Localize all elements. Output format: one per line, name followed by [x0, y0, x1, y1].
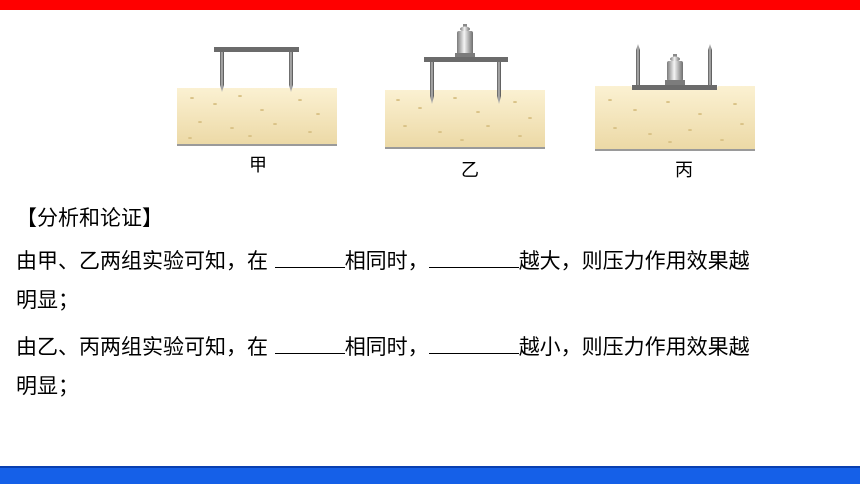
answer-blank-2b[interactable]	[428, 333, 519, 354]
conclusion-line-1-cont: 明显；	[16, 288, 79, 312]
caption-yi: 乙	[461, 160, 479, 181]
conclusion-line-2-cont: 明显；	[16, 374, 79, 398]
weight-bing	[665, 54, 685, 85]
experiment-bing	[595, 44, 755, 151]
bottom-accent-bar	[0, 466, 860, 484]
sand-block-yi	[385, 90, 545, 147]
caption-jia: 甲	[249, 155, 267, 176]
caption-bing: 丙	[675, 160, 693, 181]
experiment-yi	[385, 24, 545, 149]
section-title: 【分析和论证】	[16, 206, 163, 230]
answer-blank-1b[interactable]	[428, 247, 519, 268]
table-jia	[214, 47, 299, 92]
conclusion-line-1: 由甲、乙两组实验可知，在 相同时， 越大，则压力作用效果越	[16, 247, 750, 274]
line2-suffix: 越小，则压力作用效果越	[518, 335, 750, 359]
experiment-jia	[177, 47, 337, 146]
line1-prefix: 由甲、乙两组实验可知，在	[16, 249, 275, 273]
table-yi	[424, 57, 508, 104]
sand-block-jia	[177, 88, 337, 145]
answer-blank-2a[interactable]	[274, 333, 345, 354]
top-accent-bar	[0, 0, 860, 10]
weight-yi	[455, 24, 475, 57]
conclusion-line-2: 由乙、丙两组实验可知，在 相同时， 越小，则压力作用效果越	[16, 333, 750, 360]
line1-suffix: 越大，则压力作用效果越	[518, 249, 750, 273]
table-bing-inverted	[632, 44, 717, 90]
line2-prefix: 由乙、丙两组实验可知，在	[16, 335, 275, 359]
line1-mid: 相同时，	[344, 249, 429, 273]
experiment-diagram	[177, 24, 755, 151]
line2-mid: 相同时，	[344, 335, 429, 359]
answer-blank-1a[interactable]	[274, 247, 345, 268]
